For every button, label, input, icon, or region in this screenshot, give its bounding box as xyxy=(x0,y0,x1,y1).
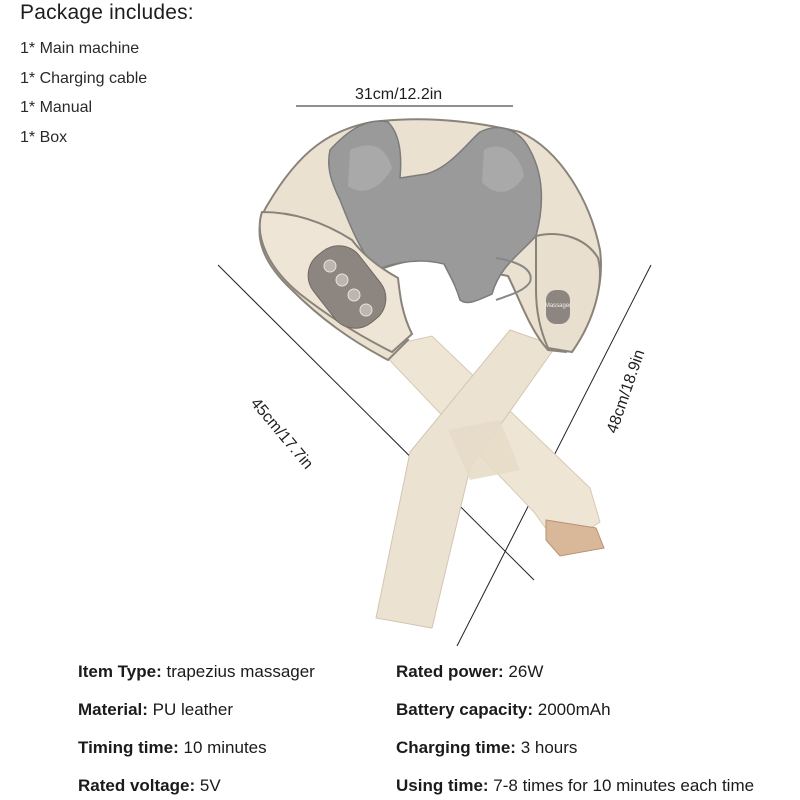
package-item: 1* Box xyxy=(20,128,68,146)
package-items: 1* Main machine 1* Charging cable 1* Man… xyxy=(20,34,194,152)
package-item: 1* Manual xyxy=(20,99,93,116)
mesh-shading xyxy=(482,146,524,192)
package-title: Package includes: xyxy=(20,1,194,24)
mode-button-icon xyxy=(335,273,349,287)
control-panel xyxy=(307,245,387,329)
strap-cross xyxy=(448,420,520,480)
package-item: 1* Main machine xyxy=(20,40,140,57)
power-button-icon xyxy=(323,259,337,273)
heat-button-icon xyxy=(347,288,361,302)
diagonal-dimension-line xyxy=(217,264,535,581)
brand-tag-text: Massager xyxy=(545,303,571,309)
width-dimension-label: 31cm/12.2in xyxy=(355,86,443,103)
strap-buckle xyxy=(545,519,605,557)
charging-cable xyxy=(495,257,532,301)
brand-tag xyxy=(546,290,570,324)
speed-button-icon xyxy=(359,303,373,317)
mesh-shading xyxy=(348,145,392,191)
package-list: Package includes: 1* Main machine 1* Cha… xyxy=(20,0,194,152)
package-item: 1* Charging cable xyxy=(20,69,148,87)
right-collar-arm xyxy=(535,233,601,354)
